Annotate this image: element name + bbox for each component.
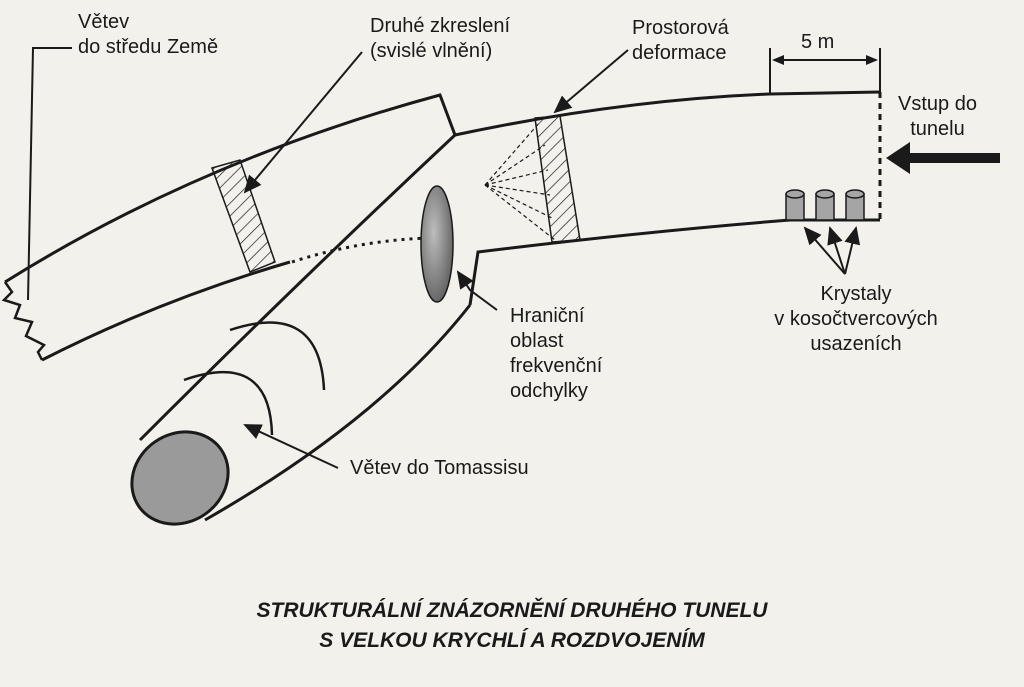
leader-second-distortion	[243, 51, 363, 194]
distortion-band	[211, 159, 276, 273]
label-tomassis-branch: Větev do Tomassisu	[350, 457, 529, 479]
label-boundary: Hraniční oblast frekvenční odchylky	[510, 305, 603, 402]
leader-boundary	[456, 270, 498, 311]
main-tunnel-top-wall	[4, 90, 881, 284]
boundary-region-shape	[420, 185, 454, 303]
leader-crystal-2	[827, 226, 846, 275]
deformation-band	[534, 115, 581, 243]
main-tunnel-bottom-wall-right	[468, 218, 880, 306]
entrance-arrow-head	[886, 142, 910, 174]
leader-spatial-deformation	[553, 49, 629, 114]
leader-crystal-3	[844, 226, 861, 275]
dotted-hidden-edge	[291, 236, 431, 264]
branch-tunnel-upper-wall	[138, 133, 457, 442]
branch-ring-2	[229, 321, 326, 391]
main-tunnel-bottom-wall-left	[41, 260, 291, 362]
leader-earth-branch	[27, 47, 72, 301]
label-distance: 5 m	[801, 31, 835, 53]
diagram-caption: STRUKTURÁLNÍ ZNÁZORNĚNÍ DRUHÉHO TUNELU S…	[256, 599, 768, 652]
label-second-distortion: Druhé zkreslení (svislé vlnění)	[370, 15, 511, 62]
label-crystals: Krystaly v kosočtvercových usazeních	[774, 283, 938, 355]
crystal-deposits	[785, 189, 865, 221]
broken-tunnel-end	[1, 281, 46, 361]
branch-tunnel-end-cap	[130, 430, 230, 526]
leader-crystal-1	[803, 226, 846, 275]
branch-ring-1	[183, 371, 274, 436]
label-earth-branch: Větev do středu Země	[78, 11, 219, 58]
leader-tomassis-branch	[243, 424, 339, 469]
label-spatial-deformation: Prostorová deformace	[632, 17, 729, 64]
label-entrance: Vstup do tunelu	[898, 93, 977, 140]
branch-tunnel-lower-wall	[204, 304, 472, 522]
deformation-rays	[484, 121, 556, 241]
